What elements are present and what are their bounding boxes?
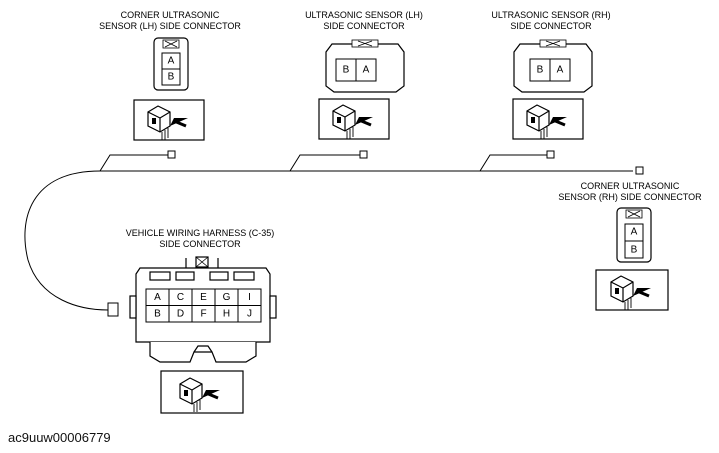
corner-lh-pin-1: A [168, 56, 175, 67]
harness-pin-c: C [177, 292, 184, 303]
harness-pin-j: J [247, 309, 252, 320]
sensor-rh-connector-label: ULTRASONIC SENSOR (RH) SIDE CONNECTOR [491, 10, 610, 31]
sensor-lh-probe-box [318, 98, 390, 141]
harness-pin-a: A [154, 292, 161, 303]
sensor-rh-probe-box [512, 98, 584, 141]
figure-reference-code: ac9uuw00006779 [8, 430, 111, 445]
corner-lh-label-line1: CORNER ULTRASONIC [121, 10, 220, 20]
harness-pin-i: I [248, 292, 251, 303]
sensor-rh-label-line1: ULTRASONIC SENSOR (RH) [491, 10, 610, 20]
wiring-harness [24, 154, 633, 311]
corner-lh-probe-box [133, 99, 205, 142]
corner-lh-label-line2: SENSOR (LH) SIDE CONNECTOR [99, 21, 241, 31]
corner-rh-pin-1: A [631, 227, 638, 238]
sensor-lh-label-line2: SIDE CONNECTOR [323, 21, 405, 31]
sensor-lh-connector-label: ULTRASONIC SENSOR (LH) SIDE CONNECTOR [305, 10, 423, 31]
branch-terminals [107, 150, 644, 317]
corner-rh-connector: A B [616, 207, 652, 263]
sensor-lh-pin-2: A [363, 65, 370, 76]
corner-lh-pin-2: B [168, 72, 175, 83]
corner-rh-pin-2: B [631, 245, 638, 256]
sensor-rh-pin-1: B [537, 65, 544, 76]
sensor-rh-pin-2: A [557, 65, 564, 76]
harness-pin-f: F [200, 309, 206, 320]
sensor-lh-connector: B A [325, 39, 405, 93]
corner-lh-connector-label: CORNER ULTRASONIC SENSOR (LH) SIDE CONNE… [99, 10, 241, 31]
harness-pin-e: E [200, 292, 207, 303]
harness-label-line1: VEHICLE WIRING HARNESS (C-35) [126, 228, 275, 238]
harness-pin-d: D [177, 309, 184, 320]
corner-rh-label-line1: CORNER ULTRASONIC [581, 181, 680, 191]
harness-probe-box [160, 370, 244, 414]
sensor-rh-label-line2: SIDE CONNECTOR [510, 21, 592, 31]
sensor-lh-label-line1: ULTRASONIC SENSOR (LH) [305, 10, 423, 20]
harness-connector-label: VEHICLE WIRING HARNESS (C-35) SIDE CONNE… [126, 228, 275, 249]
corner-rh-probe-box [595, 269, 669, 312]
harness-pin-grid: A C E G I B D F H J [145, 288, 262, 323]
harness-pin-g: G [223, 292, 231, 303]
corner-rh-connector-label: CORNER ULTRASONIC SENSOR (RH) SIDE CONNE… [558, 181, 702, 202]
harness-pin-h: H [223, 309, 230, 320]
sensor-lh-pin-1: B [343, 65, 350, 76]
sensor-rh-connector: B A [513, 39, 593, 93]
corner-rh-label-line2: SENSOR (RH) SIDE CONNECTOR [558, 192, 702, 202]
harness-pin-b: B [154, 309, 161, 320]
harness-label-line2: SIDE CONNECTOR [159, 239, 241, 249]
corner-lh-connector: A B [153, 37, 189, 91]
